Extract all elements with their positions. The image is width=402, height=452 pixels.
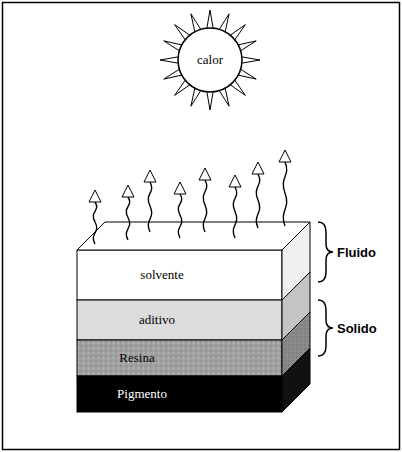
vapor-arrowhead [174,182,186,194]
vapor-arrowhead [89,190,101,202]
state-label: Fluido [337,245,376,260]
solvent-layer [77,250,282,300]
vapor-line [203,180,206,232]
node-text: aditivo [139,312,175,328]
vapor-arrowhead [144,170,156,182]
vapor-line [283,162,286,226]
sun-ray [160,57,179,64]
vapor-line [93,202,96,244]
sun-circle: calor [180,30,240,90]
vapor-line [126,197,129,240]
vapor-arrowhead [122,185,134,197]
node-text: Pigmento [117,386,167,402]
vapor-arrowhead [279,150,291,162]
fluid-brace [318,222,333,282]
sun-ray [241,57,260,64]
state-label: Solido [337,321,377,336]
vapor-arrowhead [252,162,264,174]
sun-ray [207,91,214,110]
solvent-band: solvente [82,252,242,298]
sun-rays [160,10,260,110]
vapor-line [233,187,236,238]
pigment-side [282,348,310,412]
vapor-arrows [89,150,291,244]
sun-disc [178,28,242,92]
resin-layer [77,340,282,376]
sun-ray [207,10,214,29]
node-text: Resina [119,350,154,366]
vapor-line [178,194,181,238]
top-face [77,222,310,250]
vapor-arrowhead [229,175,241,187]
frame [3,3,400,450]
pigment-band: Pigmento [82,378,202,410]
solid-brace [318,300,333,356]
pigment-layer [77,376,282,412]
additive-band: aditivo [82,302,232,338]
vapor-line [148,182,151,232]
vapor-arrowhead [199,168,211,180]
vapor-line [256,174,259,228]
node-text: solvente [140,267,183,283]
additive-layer [77,300,282,340]
node-text: calor [197,52,223,68]
resin-band: Resina [82,342,192,374]
